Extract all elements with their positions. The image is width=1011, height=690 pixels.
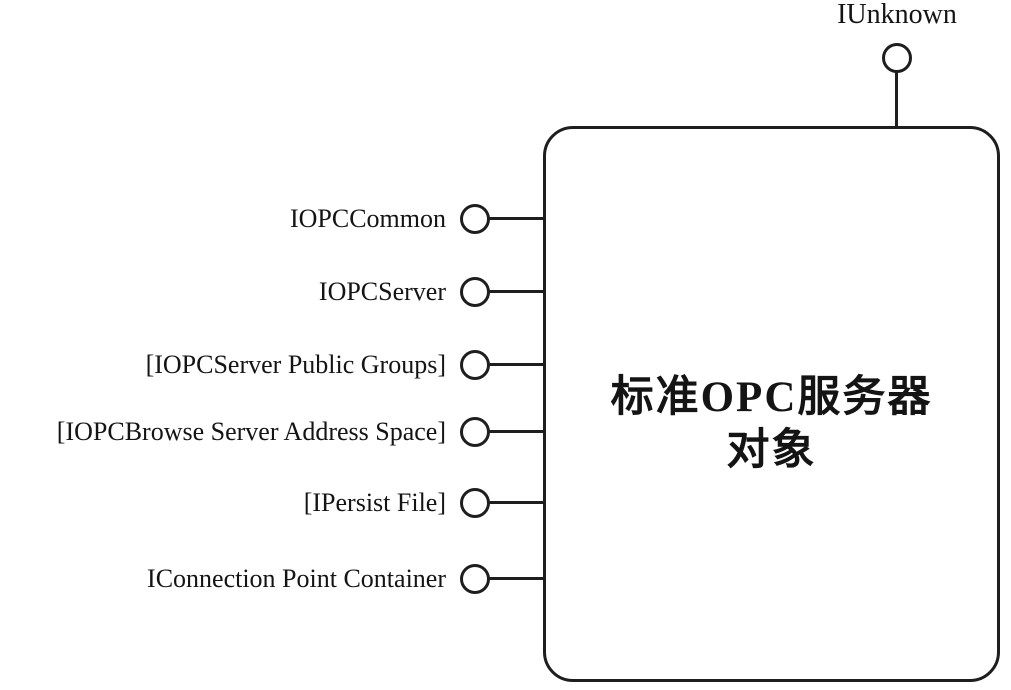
interface-label: IConnection Point Container xyxy=(147,564,446,593)
object-box-title: 标准OPC服务器 对象 xyxy=(543,371,1000,477)
iunknown-label: IUnknown xyxy=(837,0,957,30)
connector-line xyxy=(489,217,546,220)
iunknown-connector-line xyxy=(895,72,898,127)
interface-row-iopcbrowse-server-address-space: [IOPCBrowse Server Address Space] xyxy=(0,412,546,452)
lollipop-icon xyxy=(460,277,490,307)
interface-row-iopcserver-public-groups: [IOPCServer Public Groups] xyxy=(0,345,546,385)
opc-server-object-box xyxy=(543,126,1000,682)
connector-line xyxy=(489,577,546,580)
lollipop-icon xyxy=(460,350,490,380)
interface-label: [IPersist File] xyxy=(303,488,446,517)
interface-row-iopcserver: IOPCServer xyxy=(0,272,546,312)
interface-label: IOPCServer xyxy=(318,277,446,306)
connector-line xyxy=(489,430,546,433)
object-box-title-line2: 对象 xyxy=(726,427,817,474)
lollipop-icon xyxy=(460,488,490,518)
iunknown-lollipop-icon xyxy=(882,43,912,73)
connector-line xyxy=(489,290,546,293)
lollipop-icon xyxy=(460,417,490,447)
interface-row-ipersist-file: [IPersist File] xyxy=(0,483,546,523)
interface-label: [IOPCBrowse Server Address Space] xyxy=(56,417,446,446)
object-box-title-line1: 标准OPC服务器 xyxy=(610,374,933,421)
interface-row-iconnection-point-container: IConnection Point Container xyxy=(0,559,546,599)
lollipop-icon xyxy=(460,564,490,594)
lollipop-icon xyxy=(460,204,490,234)
connector-line xyxy=(489,501,546,504)
interface-label: [IOPCServer Public Groups] xyxy=(145,350,446,379)
interface-label: IOPCCommon xyxy=(289,204,446,233)
connector-line xyxy=(489,363,546,366)
interface-row-iopccommon: IOPCCommon xyxy=(0,199,546,239)
